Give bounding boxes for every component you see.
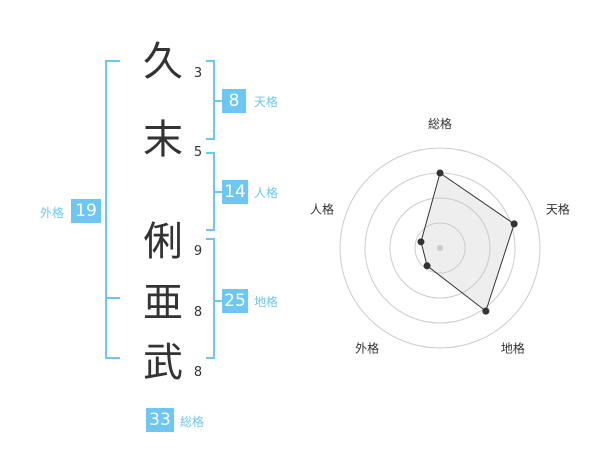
gaikaku-value-badge: 19: [71, 199, 101, 223]
name-char-2: 末: [143, 117, 183, 163]
radar-ring-1: [414, 222, 466, 274]
radar-center-dot: [437, 245, 443, 251]
stroke-count-2: 5: [193, 145, 203, 160]
chikaku-value-badge: 25: [222, 289, 248, 313]
stroke-count-5: 8: [193, 365, 203, 380]
radar-axis-label-3: 地格: [501, 340, 525, 355]
name-char-5: 武: [143, 340, 183, 386]
gaikaku-label: 外格: [40, 206, 65, 220]
chikaku-label: 地格: [254, 295, 279, 309]
radar-point-4: [423, 262, 431, 270]
tenkaku-value-badge: 8: [222, 89, 246, 113]
radar-point-1: [436, 169, 444, 177]
jinkaku-label: 人格: [254, 186, 279, 200]
radar-point-2: [510, 220, 518, 228]
stroke-count-1: 3: [193, 66, 203, 81]
radar-axis-label-5: 人格: [310, 202, 334, 217]
radar-point-5: [417, 238, 425, 246]
stroke-count-4: 8: [193, 305, 203, 320]
soukaku-label: 総格: [180, 415, 205, 429]
stroke-count-3: 9: [193, 244, 203, 259]
name-char-1: 久: [143, 39, 183, 85]
radar-point-3: [482, 307, 490, 315]
radar-ring-2: [389, 197, 491, 299]
name-char-3: 俐: [143, 219, 183, 265]
soukaku-value-badge: 33: [146, 408, 174, 432]
radar-value-polygon: [420, 172, 515, 312]
tenkaku-label: 天格: [254, 95, 279, 109]
name-char-4: 亜: [143, 280, 183, 326]
radar-axis-label-1: 総格: [428, 116, 452, 131]
radar-axis-label-2: 天格: [546, 202, 570, 217]
radar-axis-label-4: 外格: [355, 340, 379, 355]
radar-ring-4: [339, 147, 541, 349]
jinkaku-value-badge: 14: [222, 180, 248, 204]
